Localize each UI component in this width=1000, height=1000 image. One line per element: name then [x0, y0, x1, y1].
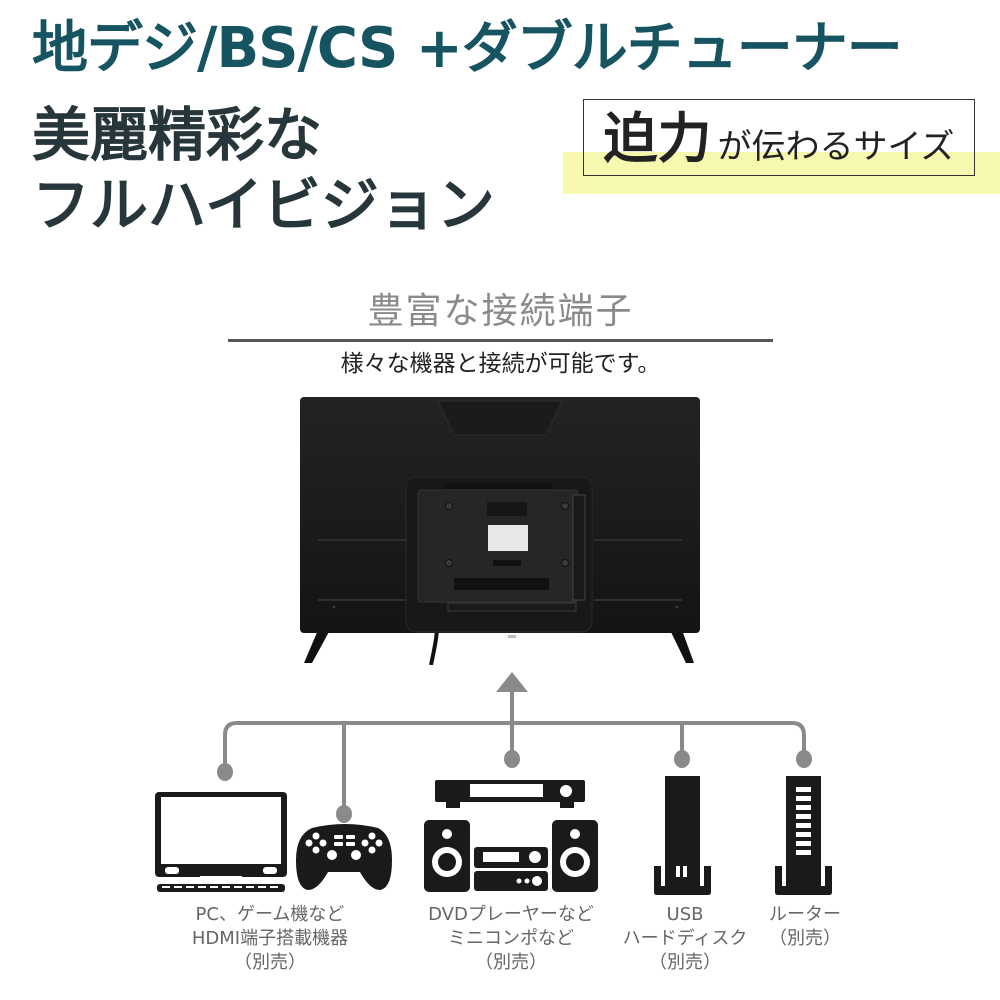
game-controller-icon	[296, 824, 392, 890]
label-line: PC、ゲーム機など	[195, 904, 345, 925]
label-line: DVDプレーヤーなど	[428, 904, 594, 925]
laptop-icon	[155, 792, 287, 892]
section-subtitle: 様々な機器と接続が可能です。	[340, 351, 661, 377]
dvd-player-and-minicompo-icon	[424, 780, 598, 892]
label-line: （別売）	[234, 952, 306, 973]
badge-big-text: 迫力	[603, 107, 712, 170]
section-title: 豊富な接続端子	[367, 291, 634, 332]
device-label-router: ルーター （別売）	[755, 903, 855, 951]
device-label-dvd-compo: DVDプレーヤーなど ミニコンポなど （別売）	[400, 903, 622, 975]
label-line: （別売）	[649, 952, 721, 973]
label-line: ルーター	[769, 904, 841, 925]
label-line: ミニコンポなど	[448, 928, 574, 949]
headline-tuner: 地デジ/BS/CS +ダブルチューナー	[32, 16, 903, 81]
headline-beautiful: 美麗精彩な	[32, 101, 323, 169]
section-divider	[228, 339, 773, 342]
size-badge: 迫力 が伝わるサイズ	[583, 99, 975, 176]
router-icon	[775, 776, 832, 895]
label-line: ハードディスク	[622, 928, 748, 949]
connection-diagram	[155, 672, 832, 895]
usb-hard-disk-icon	[654, 776, 711, 895]
tv-back-image	[300, 397, 700, 665]
headline-full-hd: フルハイビジョン	[32, 171, 495, 239]
label-line: （別売）	[769, 928, 841, 949]
device-label-usb-hdd: USB ハードディスク （別売）	[615, 903, 755, 975]
label-line: USB	[666, 904, 704, 925]
arrow-up-icon	[496, 672, 528, 692]
yellow-highlight-band	[563, 152, 1000, 194]
badge-small-text: が伝わるサイズ	[717, 127, 955, 167]
label-line: （別売）	[475, 952, 547, 973]
device-label-pc-game: PC、ゲーム機など HDMI端子搭載機器 （別売）	[150, 903, 390, 975]
label-line: HDMI端子搭載機器	[191, 928, 349, 949]
